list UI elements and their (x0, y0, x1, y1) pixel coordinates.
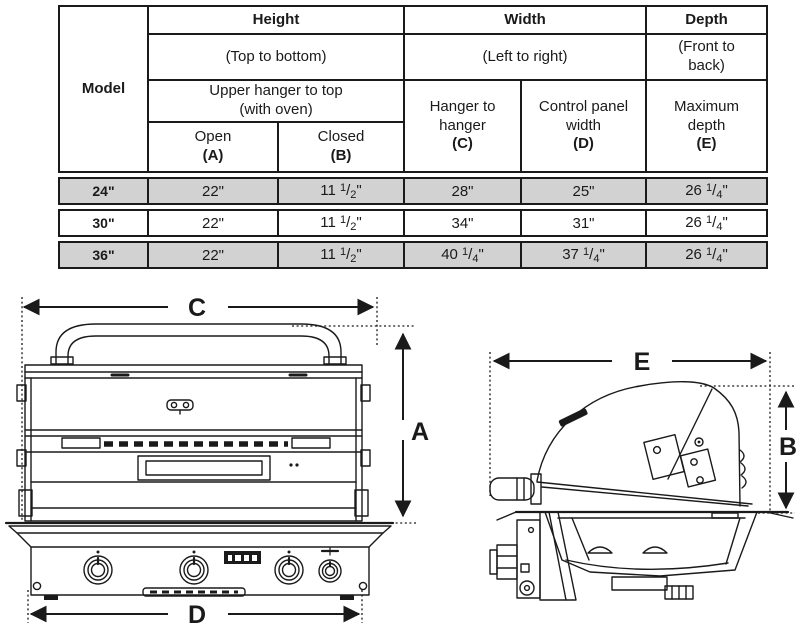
header-closed-b: Closed (B) (276, 121, 406, 173)
cell-depth_e: 26 1/4" (645, 241, 768, 269)
panel-label: Control panel width (538, 97, 629, 134)
hanger-letter: (C) (452, 135, 473, 153)
cell-closed_b: 11 1/2" (277, 177, 405, 205)
open-label: Open (194, 128, 232, 146)
cell-open_a: 22" (147, 177, 279, 205)
grill-hood-side (536, 381, 753, 507)
firebox-side (544, 511, 758, 600)
header-model: Model (58, 5, 149, 173)
dimension-c: C (21, 294, 378, 523)
dimension-b: B (700, 385, 797, 514)
header-height-group: Upper hanger to top (with oven) (146, 79, 406, 123)
burner-knob-1 (83, 550, 113, 585)
height-group-line1: Upper hanger to top (209, 82, 343, 100)
brand-badge (224, 551, 261, 564)
hanger-label: Hanger to hanger (429, 97, 496, 134)
valve-assembly (489, 544, 518, 580)
warming-drawer (137, 455, 299, 481)
grease-tray-handle (142, 587, 246, 597)
cell-depth_e: 26 1/4" (645, 209, 768, 237)
height-group-line2: (with oven) (239, 101, 313, 118)
dimensions-table-header: Model Height Width Depth (Top to bottom)… (58, 5, 769, 173)
header-height-sub: (Top to bottom) (146, 33, 406, 81)
cell-hanger_c: 34" (403, 209, 522, 237)
cell-model: 30" (58, 209, 149, 237)
table-row: 24"22"11 1/2"28"25"26 1/4" (58, 177, 768, 205)
cell-open_a: 22" (147, 241, 279, 269)
dim-b-label: B (779, 433, 797, 461)
closed-letter: (B) (330, 147, 352, 164)
cell-panel_d: 37 1/4" (520, 241, 647, 269)
dim-c-label: C (188, 294, 206, 322)
header-width: Width (403, 5, 648, 35)
header-maximum-depth: Maximum depth (E) (645, 79, 769, 173)
maxdepth-label: Maximum depth (674, 97, 740, 134)
control-panel (8, 525, 392, 600)
maxdepth-letter: (E) (696, 135, 717, 153)
cell-depth_e: 26 1/4" (645, 177, 768, 205)
cell-closed_b: 11 1/2" (277, 209, 405, 237)
front-view-diagram: C A (4, 294, 429, 626)
cell-hanger_c: 40 1/4" (403, 241, 522, 269)
grill-hood-front (16, 364, 371, 522)
header-height: Height (146, 5, 406, 35)
lid-vent (166, 399, 194, 415)
table-row: 30"22"11 1/2"34"31"26 1/4" (58, 209, 768, 237)
dim-e-label: E (634, 348, 651, 376)
cell-panel_d: 31" (520, 209, 647, 237)
burner-knob-2 (179, 550, 209, 585)
dim-a-label: A (411, 418, 429, 446)
header-width-sub: (Left to right) (403, 33, 648, 81)
cell-model: 24" (58, 177, 149, 205)
header-depth-sub-text: (Front to back) (678, 38, 735, 74)
technical-drawings: C A (4, 294, 797, 626)
dimensions-table: Model Height Width Depth (Top to bottom)… (58, 5, 769, 269)
dimensions-table-rows: 24"22"11 1/2"28"25"26 1/4"30"22"11 1/2"3… (58, 177, 768, 269)
header-open-a: Open (A) (147, 121, 279, 173)
header-depth: Depth (645, 5, 769, 35)
closed-label: Closed (317, 128, 365, 146)
dimension-d: D (27, 590, 363, 626)
dim-d-label: D (188, 601, 206, 626)
hood-hinge-bracket (643, 433, 717, 488)
side-support (489, 511, 577, 601)
panel-letter: (D) (573, 135, 594, 153)
dimension-a: A (292, 325, 429, 524)
rotisserie-knob (318, 547, 342, 583)
header-hanger-to-hanger: Hanger to hanger (C) (403, 79, 523, 173)
cell-hanger_c: 28" (403, 177, 522, 205)
open-letter: (A) (202, 147, 224, 164)
cell-closed_b: 11 1/2" (277, 241, 405, 269)
cell-open_a: 22" (147, 209, 279, 237)
burner-knob-3 (274, 550, 304, 585)
drain-pipe (664, 585, 694, 600)
dimension-e: E (489, 348, 771, 513)
header-control-panel-width: Control panel width (D) (520, 79, 648, 173)
header-depth-sub: (Front to back) (645, 33, 769, 81)
cell-model: 36" (58, 241, 149, 269)
counter-line-side (496, 510, 794, 521)
side-view-diagram: E B (489, 348, 797, 601)
table-row: 36"22"11 1/2"40 1/4"37 1/4"26 1/4" (58, 241, 768, 269)
rotisserie-motor (489, 473, 542, 505)
grill-handle (50, 323, 347, 365)
cell-panel_d: 25" (520, 177, 647, 205)
